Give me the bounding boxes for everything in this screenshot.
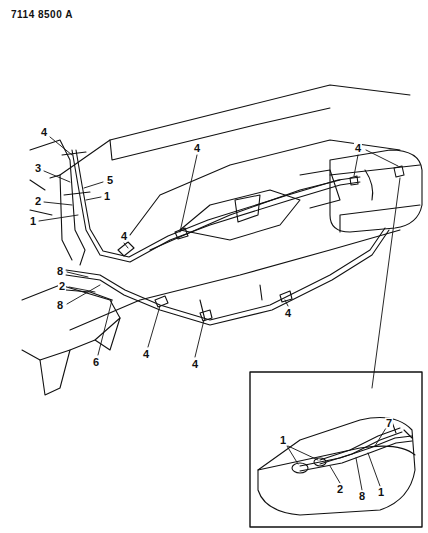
callout-number: 5 [106, 175, 114, 186]
drawing-number: 7114 8500 A [10, 10, 74, 20]
floor-pan [60, 85, 410, 330]
callout-number: 4 [284, 308, 292, 319]
callout-number: 4 [354, 143, 362, 154]
callout-number: 2 [336, 484, 344, 495]
callout-number: 4 [40, 127, 48, 138]
callout-number: 4 [142, 349, 150, 360]
callout-number: 2 [34, 196, 42, 207]
callout-number: 8 [56, 266, 64, 277]
callout-number: 1 [29, 216, 37, 227]
callout-number: 8 [56, 300, 64, 311]
callout-number: 4 [120, 231, 128, 242]
fuel-lines [62, 150, 404, 325]
callout-number: 7 [385, 418, 393, 429]
leader-lines [39, 137, 400, 388]
callout-number: 2 [58, 281, 66, 292]
inset-leader-lines [287, 428, 386, 490]
inset-detail [250, 372, 422, 527]
callout-number: 1 [279, 435, 287, 446]
front-rail [22, 140, 120, 395]
callout-number: 1 [377, 487, 385, 498]
callout-number: 4 [193, 143, 201, 154]
callout-number: 6 [92, 357, 100, 368]
callout-number: 4 [191, 359, 199, 370]
callout-number: 3 [34, 163, 42, 174]
fuel-tank [330, 150, 422, 232]
callout-number: 1 [103, 191, 111, 202]
callout-number: 8 [358, 491, 366, 502]
